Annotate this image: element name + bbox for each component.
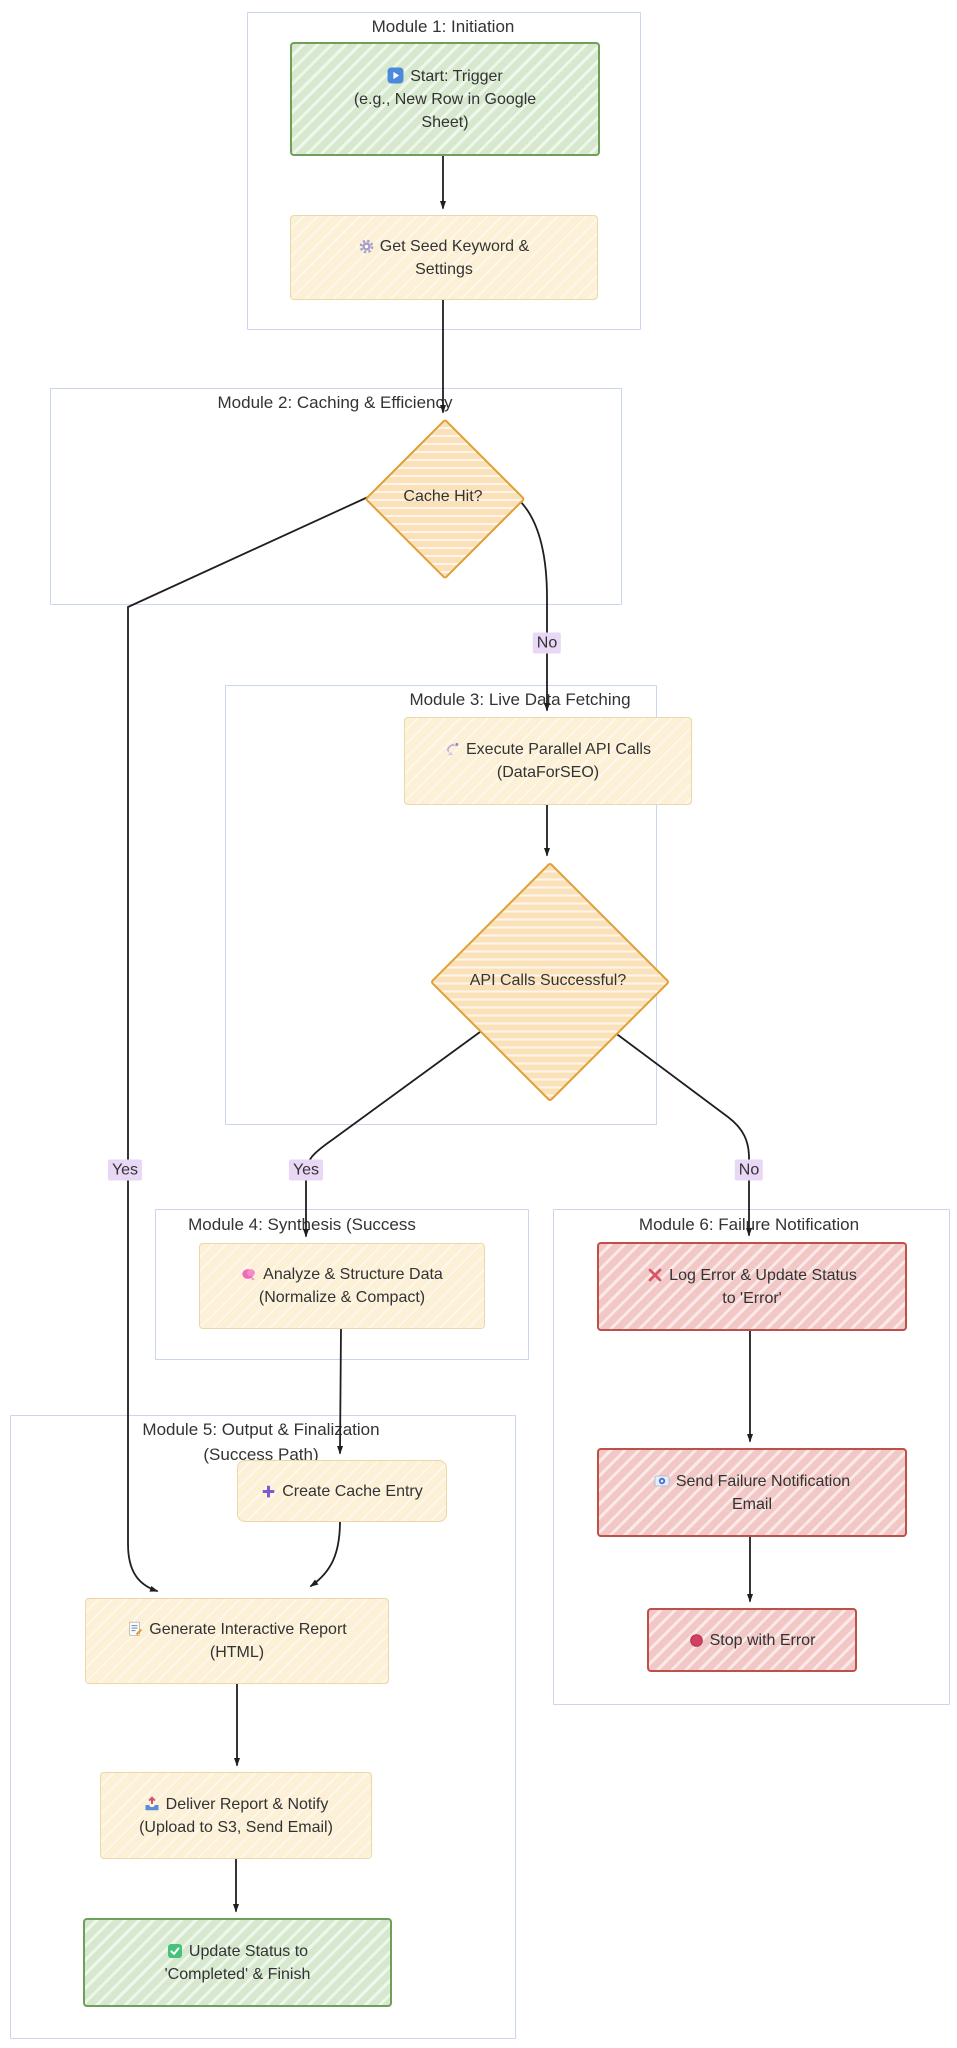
node-get-seed: Get Seed Keyword & Settings xyxy=(290,215,598,300)
node-update-status-label: Update Status to 'Completed' & Finish xyxy=(157,1938,319,1988)
node-analyze-text: Analyze & Structure Data (Normalize & Co… xyxy=(258,1266,443,1306)
node-generate-report-text: Generate Interactive Report (HTML) xyxy=(149,1621,347,1661)
node-update-status: Update Status to 'Completed' & Finish xyxy=(83,1918,392,2007)
edge-label-api-no: No xyxy=(734,1159,764,1181)
edge-label-cache-no: No xyxy=(532,632,562,654)
node-execute-api-label: Execute Parallel API Calls (DataForSEO) xyxy=(437,736,659,786)
node-analyze: Analyze & Structure Data (Normalize & Co… xyxy=(199,1243,485,1329)
memo-icon xyxy=(127,1621,143,1637)
module-1-container xyxy=(247,12,641,330)
satellite-icon xyxy=(445,742,460,757)
node-analyze-label: Analyze & Structure Data (Normalize & Co… xyxy=(233,1261,451,1311)
node-start: Start: Trigger (e.g., New Row in Google … xyxy=(290,42,600,156)
node-send-failure-text: Send Failure Notification Email xyxy=(675,1472,851,1513)
email-icon xyxy=(654,1473,670,1489)
module-5-title-line1: Module 5: Output & Finalization xyxy=(142,1420,380,1439)
node-deliver-report-label: Deliver Report & Notify (Upload to S3, S… xyxy=(131,1791,341,1841)
node-create-cache-text: Create Cache Entry xyxy=(282,1482,423,1500)
edge-label-cache-yes: Yes xyxy=(107,1159,143,1181)
node-generate-report-label: Generate Interactive Report (HTML) xyxy=(119,1616,354,1666)
module-2-title: Module 2: Caching & Efficiency xyxy=(217,393,453,412)
node-send-failure: Send Failure Notification Email xyxy=(597,1448,907,1537)
node-get-seed-label: Get Seed Keyword & Settings xyxy=(351,233,537,283)
node-send-failure-label: Send Failure Notification Email xyxy=(646,1468,858,1518)
play-icon xyxy=(387,67,404,84)
node-stop-error-text: Stop with Error xyxy=(709,1631,816,1649)
node-stop-error-label: Stop with Error xyxy=(681,1627,824,1654)
gear-icon xyxy=(359,239,374,254)
node-log-error-label: Log Error & Update Status to 'Error' xyxy=(639,1262,865,1312)
check-icon xyxy=(167,1943,183,1959)
node-log-error: Log Error & Update Status to 'Error' xyxy=(597,1242,907,1331)
node-get-seed-text: Get Seed Keyword & Settings xyxy=(379,237,530,278)
edge-label-api-yes: Yes xyxy=(288,1159,324,1181)
node-api-success-label: API Calls Successful? xyxy=(469,972,627,989)
brain-icon xyxy=(241,1266,257,1282)
node-stop-error: Stop with Error xyxy=(647,1608,857,1672)
node-execute-api: Execute Parallel API Calls (DataForSEO) xyxy=(404,717,692,805)
node-log-error-text: Log Error & Update Status to 'Error' xyxy=(669,1266,857,1307)
node-cache-hit-label: Cache Hit? xyxy=(403,488,483,505)
module-1-title: Module 1: Initiation xyxy=(371,17,515,36)
stop-icon xyxy=(689,1633,704,1648)
node-deliver-report-text: Deliver Report & Notify (Upload to S3, S… xyxy=(139,1795,333,1836)
node-generate-report: Generate Interactive Report (HTML) xyxy=(85,1598,389,1684)
module-6-container xyxy=(553,1209,950,1705)
node-create-cache-label: Create Cache Entry xyxy=(253,1478,431,1505)
module-3-title: Module 3: Live Data Fetching xyxy=(409,690,631,709)
node-start-label: Start: Trigger (e.g., New Row in Google … xyxy=(346,63,544,136)
plus-icon xyxy=(261,1484,276,1499)
node-update-status-text: Update Status to 'Completed' & Finish xyxy=(164,1942,311,1983)
node-start-text: Start: Trigger (e.g., New Row in Google … xyxy=(353,67,537,131)
module-2-container xyxy=(50,388,622,605)
module-4-title: Module 4: Synthesis (Success xyxy=(188,1215,416,1234)
outbox-icon xyxy=(144,1795,160,1812)
node-create-cache: Create Cache Entry xyxy=(237,1460,447,1522)
module-6-title: Module 6: Failure Notification xyxy=(638,1215,860,1234)
x-icon xyxy=(647,1267,663,1283)
node-deliver-report: Deliver Report & Notify (Upload to S3, S… xyxy=(100,1772,372,1859)
node-execute-api-text: Execute Parallel API Calls (DataForSEO) xyxy=(466,741,651,781)
